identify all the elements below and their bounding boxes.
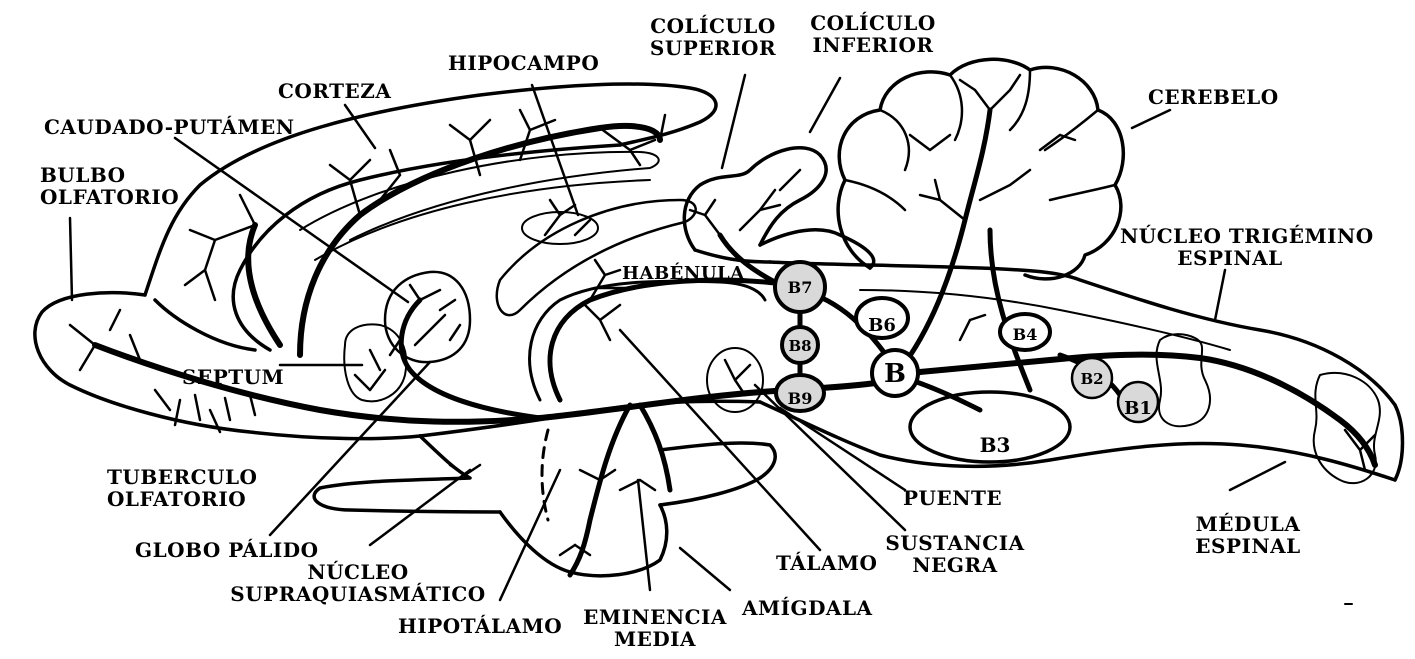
arbor-cortex-4	[600, 115, 665, 165]
label-bulbo-olfatorio-2: OLFATORIO	[40, 186, 179, 208]
label-sustancia-negra-2: NEGRA	[880, 554, 1030, 576]
trigeminal-nucleus-1	[1156, 334, 1210, 426]
leader-amigdala	[680, 548, 730, 590]
label-globo-palido: GLOBO PÁLIDO	[135, 539, 319, 561]
label-eminencia-media-2: MEDIA	[580, 628, 730, 650]
label-tuberculo-olfatorio-2: OLFATORIO	[107, 488, 257, 510]
label-hipocampo: HIPOCAMPO	[448, 52, 599, 74]
leader-corteza	[345, 105, 375, 148]
label-medula-espinal-2: ESPINAL	[1178, 535, 1318, 557]
label-eminencia-media-1: EMINENCIA	[580, 606, 730, 628]
leader-medula	[1230, 462, 1285, 490]
label-eminencia-media: EMINENCIA MEDIA	[580, 606, 730, 650]
label-coliculo-superior-1: COLÍCULO	[648, 15, 778, 37]
b8-label: B8	[788, 337, 811, 355]
arbor-caudate	[410, 285, 460, 345]
label-coliculo-superior: COLÍCULO SUPERIOR	[648, 15, 778, 59]
label-coliculo-superior-2: SUPERIOR	[648, 37, 778, 59]
label-nucleo-supraquiasmatico-2: SUPRAQUIASMÁTICO	[228, 583, 488, 605]
label-amigdala: AMÍGDALA	[742, 597, 873, 619]
leader-hipotalamo	[500, 470, 560, 600]
leader-cerebelo	[1132, 110, 1170, 128]
label-nucleo-supraquiasmatico-1: NÚCLEO	[228, 561, 488, 583]
label-habenula: HABÉNULA	[622, 263, 745, 285]
arbor-hippocampus	[545, 200, 590, 235]
label-medula-espinal-1: MÉDULA	[1178, 513, 1318, 535]
leader-coliculo-superior	[722, 75, 745, 168]
cerebellum-folia-3	[1010, 70, 1030, 130]
b7-label: B7	[788, 278, 813, 297]
label-caudado-putamen: CAUDADO-PUTÁMEN	[44, 116, 295, 138]
arbor-thalamus	[585, 305, 620, 340]
label-tuberculo-olfatorio: TUBERCULO OLFATORIO	[107, 466, 257, 510]
label-nucleo-trigemino-2: ESPINAL	[1120, 247, 1340, 269]
cerebellum-folia-6	[845, 180, 905, 210]
arbor-cerebellum-1	[960, 75, 1020, 110]
b1-label: B1	[1124, 398, 1152, 419]
caudate-outline	[385, 272, 470, 362]
b9-label: B9	[788, 389, 813, 408]
label-nucleo-trigemino-1: NÚCLEO TRIGÉMINO	[1120, 225, 1340, 247]
spinal-cord-end	[1395, 405, 1403, 480]
label-septum: SEPTUM	[182, 366, 284, 388]
arbor-amygdala	[725, 360, 750, 395]
label-talamo: TÁLAMO	[776, 552, 877, 574]
cerebellum-folia-5	[1050, 185, 1115, 200]
b-label: B	[884, 359, 906, 389]
label-medula-espinal: MÉDULA ESPINAL	[1178, 513, 1318, 557]
arbor-cortex-2	[330, 150, 400, 215]
leader-sustancia	[755, 385, 905, 530]
cortical-pathway-2	[248, 225, 280, 345]
leader-puente	[780, 408, 905, 490]
tuberoinfundibular	[640, 405, 670, 490]
hypothalamus-outline	[314, 436, 500, 512]
label-puente: PUENTE	[903, 487, 1002, 509]
label-tuberculo-olfatorio-1: TUBERCULO	[107, 466, 257, 488]
fiber-pathways	[95, 110, 1375, 575]
label-sustancia-negra-1: SUSTANCIA	[880, 532, 1030, 554]
leader-coliculo-inferior	[810, 78, 840, 132]
arbor-b4	[960, 315, 985, 340]
leader-trigemino	[1215, 270, 1225, 320]
arbor-cortex-1	[185, 195, 255, 300]
cerebellum-folia-1	[880, 110, 909, 170]
label-hipotalamo: HIPOTÁLAMO	[398, 615, 562, 637]
callosum-band-2	[315, 180, 650, 260]
label-coliculo-inferior-2: INFERIOR	[808, 34, 938, 56]
label-cerebelo: CEREBELO	[1148, 86, 1279, 108]
label-bulbo-olfatorio: BULBO OLFATORIO	[40, 164, 179, 208]
thalamus-outline	[530, 281, 765, 400]
thalamic-pathway	[550, 280, 790, 400]
label-nucleo-trigemino: NÚCLEO TRIGÉMINO ESPINAL	[1120, 225, 1340, 269]
leader-caudado	[175, 138, 408, 302]
b4-label: B4	[1013, 325, 1038, 344]
label-coliculo-inferior-1: COLÍCULO	[808, 12, 938, 34]
cerebellum-folia-4	[1045, 110, 1098, 150]
label-corteza: CORTEZA	[278, 80, 391, 102]
cerebellum-folia-2	[950, 75, 962, 140]
b3-label: B3	[980, 433, 1011, 457]
hypothalamus-right-outline	[660, 443, 775, 505]
leader-talamo	[620, 330, 820, 550]
superior-colliculus-outline	[684, 148, 826, 250]
b2-label: B2	[1080, 370, 1103, 388]
label-sustancia-negra: SUSTANCIA NEGRA	[880, 532, 1030, 576]
label-nucleo-supraquiasmatico: NÚCLEO SUPRAQUIASMÁTICO	[228, 561, 488, 605]
leader-bulbo	[70, 218, 72, 300]
b6-label: B6	[868, 315, 896, 336]
brainstem-bottom-outline	[760, 402, 1395, 480]
label-coliculo-inferior: COLÍCULO INFERIOR	[808, 12, 938, 56]
leader-eminencia	[638, 480, 650, 590]
b-to-cerebellum	[900, 110, 990, 370]
label-bulbo-olfatorio-1: BULBO	[40, 164, 179, 186]
